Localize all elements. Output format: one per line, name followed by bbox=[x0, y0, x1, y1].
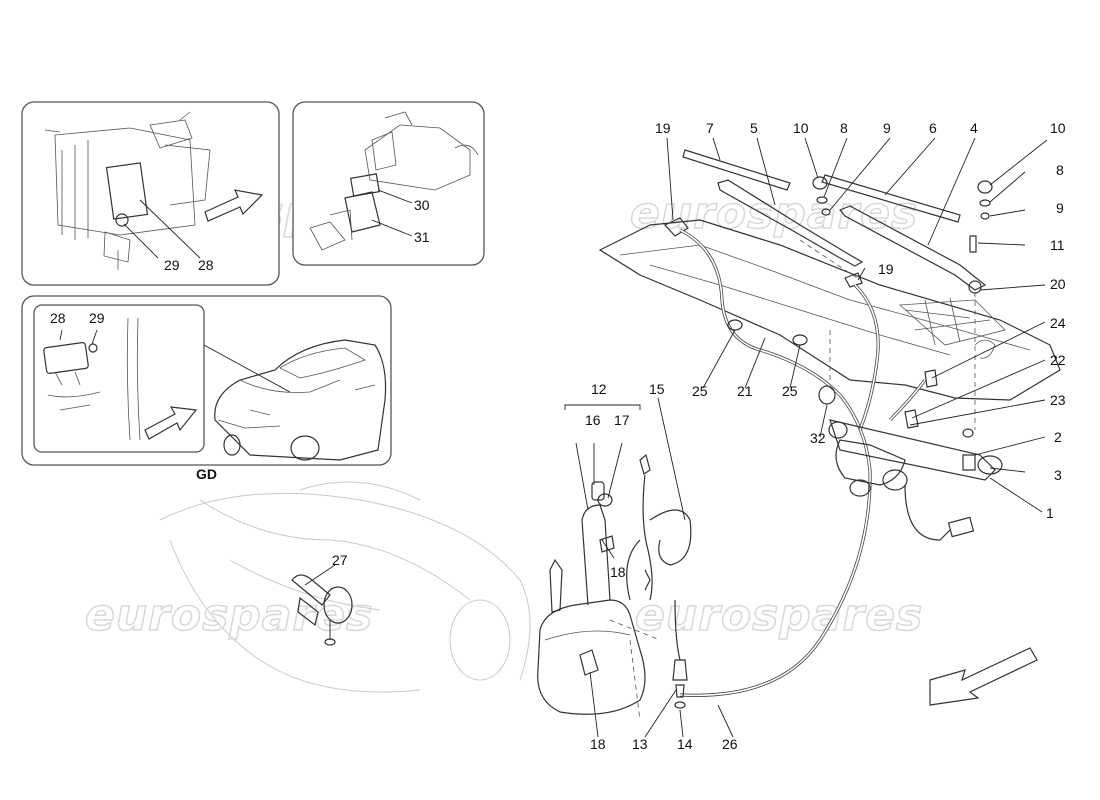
callout-22: 22 bbox=[1050, 352, 1066, 368]
front-arrow-icon bbox=[144, 406, 198, 440]
cap-nut-left bbox=[812, 176, 831, 216]
washer-hoses bbox=[679, 228, 927, 697]
callout-21: 21 bbox=[737, 383, 753, 399]
callout-29-gd: 29 bbox=[89, 310, 105, 326]
callout-1: 1 bbox=[1046, 505, 1054, 521]
callout-10-right: 10 bbox=[1050, 120, 1066, 136]
callout-4: 4 bbox=[970, 120, 978, 136]
leader-lines bbox=[304, 137, 1048, 738]
hose-connector bbox=[672, 659, 688, 709]
callout-28: 28 bbox=[198, 257, 214, 273]
callout-25-left: 25 bbox=[692, 383, 708, 399]
callout-31: 31 bbox=[414, 229, 430, 245]
watermark-bottom-right: eurospares bbox=[635, 590, 923, 641]
callout-25-right: 25 bbox=[782, 383, 798, 399]
inset-control-unit-bracket: 29 28 bbox=[21, 101, 280, 286]
car-sketch bbox=[214, 339, 387, 461]
wiper-blade-left bbox=[682, 149, 791, 191]
front-arrow-icon bbox=[204, 189, 264, 222]
callout-9-right: 9 bbox=[1056, 200, 1064, 216]
callout-9-left: 9 bbox=[883, 120, 891, 136]
callout-23: 23 bbox=[1050, 392, 1066, 408]
washer-level-sensor bbox=[291, 574, 353, 646]
callout-7: 7 bbox=[706, 120, 714, 136]
callout-13: 13 bbox=[632, 736, 648, 752]
callout-27: 27 bbox=[332, 552, 348, 568]
inset-label-gd: GD bbox=[196, 466, 217, 482]
background-car-outline bbox=[159, 481, 531, 693]
callout-6: 6 bbox=[929, 120, 937, 136]
callout-30: 30 bbox=[414, 197, 430, 213]
callout-24: 24 bbox=[1050, 315, 1066, 331]
cap-nut-right bbox=[969, 180, 993, 253]
direction-arrow-icon bbox=[929, 647, 1038, 706]
inset-gd-car-location: 28 29 GD bbox=[21, 295, 392, 482]
callout-15: 15 bbox=[649, 381, 665, 397]
washer-nozzle-right bbox=[844, 272, 863, 288]
callout-26: 26 bbox=[722, 736, 738, 752]
callout-19-mid: 19 bbox=[878, 261, 894, 277]
callout-12: 12 bbox=[591, 381, 607, 397]
callout-10-left: 10 bbox=[793, 120, 809, 136]
callout-14: 14 bbox=[677, 736, 693, 752]
callout-8-left: 8 bbox=[840, 120, 848, 136]
callout-20: 20 bbox=[1050, 276, 1066, 292]
callout-18-lower: 18 bbox=[590, 736, 606, 752]
callout-29: 29 bbox=[164, 257, 180, 273]
callout-28-gd: 28 bbox=[50, 310, 66, 326]
check-valve bbox=[904, 409, 919, 429]
grommet bbox=[818, 385, 836, 405]
wiper-arm-left bbox=[717, 179, 864, 267]
washer-reservoir bbox=[537, 481, 646, 715]
inset-relay-module: 30 31 bbox=[292, 101, 485, 266]
wiper-blade-right bbox=[821, 174, 961, 223]
connector bbox=[924, 369, 938, 388]
callout-3: 3 bbox=[1054, 467, 1062, 483]
callout-17: 17 bbox=[614, 412, 630, 428]
callout-numbers: 19 7 5 10 8 9 6 4 10 8 9 11 19 20 24 22 … bbox=[332, 120, 1066, 752]
callout-8-right: 8 bbox=[1056, 162, 1064, 178]
alignment-guides bbox=[609, 239, 976, 721]
callout-2: 2 bbox=[1054, 429, 1062, 445]
callout-19-top: 19 bbox=[655, 120, 671, 136]
watermark-top-right: eurospares bbox=[630, 188, 918, 239]
cowl-panel bbox=[598, 219, 1061, 401]
wiper-motor-linkage bbox=[828, 419, 1003, 541]
callout-18-upper: 18 bbox=[610, 564, 626, 580]
callout-5: 5 bbox=[750, 120, 758, 136]
hose-clip-right bbox=[792, 334, 808, 346]
callout-16: 16 bbox=[585, 412, 601, 428]
washer-pump-harness bbox=[626, 453, 692, 661]
callout-32: 32 bbox=[810, 430, 826, 446]
washer-nozzle-left bbox=[664, 217, 689, 237]
callout-11: 11 bbox=[1050, 237, 1065, 253]
